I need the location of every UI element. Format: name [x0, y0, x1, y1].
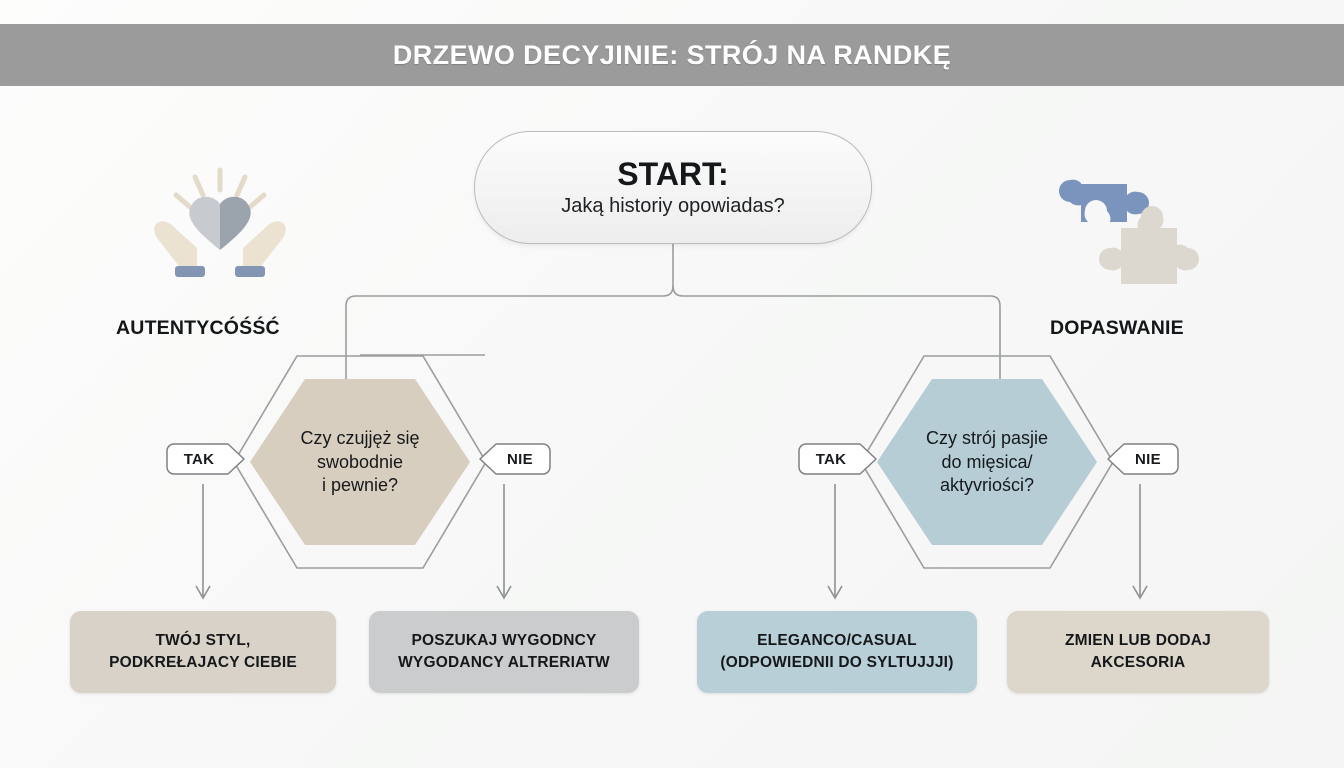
puzzle-piece-blue: [1059, 179, 1149, 222]
decision-right-line-2: do mięsica/: [941, 451, 1033, 472]
outcome-2-line-1: POSZUKAJ WYGODNCY: [411, 632, 597, 649]
pill-right-yes-outline: [798, 443, 877, 475]
decision-node-right[interactable]: Czy strój pasjie do mięsica/ aktyvriości…: [862, 355, 1112, 570]
puzzle-pieces-icon: [1055, 162, 1205, 292]
decision-node-right-text: Czy strój pasjie do mięsica/ aktyvriości…: [862, 355, 1112, 570]
hex-right-fill: [877, 379, 1097, 545]
start-node[interactable]: START: Jaką historiy opowiadas?: [474, 131, 872, 244]
hex-left-fill: [250, 379, 470, 545]
edge-label-left-yes-text: TAK: [183, 450, 215, 468]
arrow-right-yes-head: [827, 585, 843, 600]
branch-label-fit: DOPASWANIE: [1050, 317, 1184, 339]
heart-left-half: [189, 196, 220, 250]
sparkle-rays: [173, 167, 267, 210]
outcome-box-4[interactable]: ZMIEN LUB DODAJ AKCESORIA: [1007, 611, 1269, 693]
outcome-box-1[interactable]: TWÓJ STYL, PODKREŁAJACY CIEBIE: [70, 611, 336, 693]
edge-label-right-yes-text: TAK: [815, 450, 847, 468]
edge-label-left-no-text: NIE: [507, 450, 533, 468]
connector-to-left-hex: [345, 285, 674, 392]
outcome-box-3[interactable]: ELEGANCO/CASUAL (ODPOWIEDNII DO SYLTUJJJ…: [697, 611, 977, 693]
hand-right: [243, 221, 286, 266]
outcome-3-line-1: ELEGANCO/CASUAL: [757, 632, 917, 649]
decision-left-line-1: Czy czujjęż się: [300, 427, 420, 448]
outcome-2-line-2: WYGODANCY ALTRERIATW: [398, 654, 610, 671]
pill-left-yes-outline: [166, 443, 245, 475]
outcome-box-2[interactable]: POSZUKAJ WYGODNCY WYGODANCY ALTRERIATW: [369, 611, 639, 693]
page-title: DRZEWO DECYJINIE: STRÓJ NA RANDKĘ: [392, 39, 952, 70]
edge-label-right-no[interactable]: NIE: [1106, 443, 1178, 475]
outcome-4-line-2: AKCESORIA: [1090, 654, 1186, 671]
arrow-left-no-head: [496, 585, 512, 600]
arrow-right-no-head: [1132, 585, 1148, 600]
outcome-3-line-2: (ODPOWIEDNII DO SYLTUJJJI): [720, 654, 954, 671]
start-node-question: Jaką historiy opowiadas?: [561, 194, 785, 217]
decision-right-line-1: Czy strój pasjie: [925, 427, 1049, 448]
outcome-4-line-1: ZMIEN LUB DODAJ: [1065, 632, 1211, 649]
edge-label-left-yes[interactable]: TAK: [166, 443, 244, 475]
outcome-1-line-1: TWÓJ STYL,: [155, 632, 251, 649]
decision-right-line-3: aktyvriości?: [939, 475, 1035, 496]
edge-label-left-no[interactable]: NIE: [478, 443, 550, 475]
outcome-1-line-2: PODKREŁAJACY CIEBIE: [109, 654, 297, 671]
cuff-right: [235, 266, 265, 277]
edge-label-right-no-text: NIE: [1135, 450, 1161, 468]
decision-left-line-3: i pewnie?: [321, 475, 399, 496]
pill-right-no-outline: [1107, 443, 1179, 475]
puzzle-piece-beige: [1099, 206, 1199, 284]
heart-in-hands-icon: [145, 162, 295, 292]
decision-left-line-2: swobodnie: [316, 451, 404, 472]
decision-node-left-text: Czy czujjęż się swobodnie i pewnie?: [235, 355, 485, 570]
branch-label-authenticity: AUTENTYCÓŚŚĆ: [116, 317, 280, 339]
heart-right-half: [220, 196, 251, 250]
hand-left: [154, 221, 197, 266]
cuff-left: [175, 266, 205, 277]
arrow-left-yes-head: [195, 585, 211, 600]
pill-left-no-outline: [479, 443, 551, 475]
connector-to-right-hex: [672, 285, 1001, 392]
title-bar: DRZEWO DECYJINIE: STRÓJ NA RANDKĘ: [0, 24, 1344, 86]
decision-node-left[interactable]: Czy czujjęż się swobodnie i pewnie?: [235, 355, 485, 570]
edge-label-right-yes[interactable]: TAK: [798, 443, 876, 475]
start-node-kicker: START:: [617, 156, 729, 193]
